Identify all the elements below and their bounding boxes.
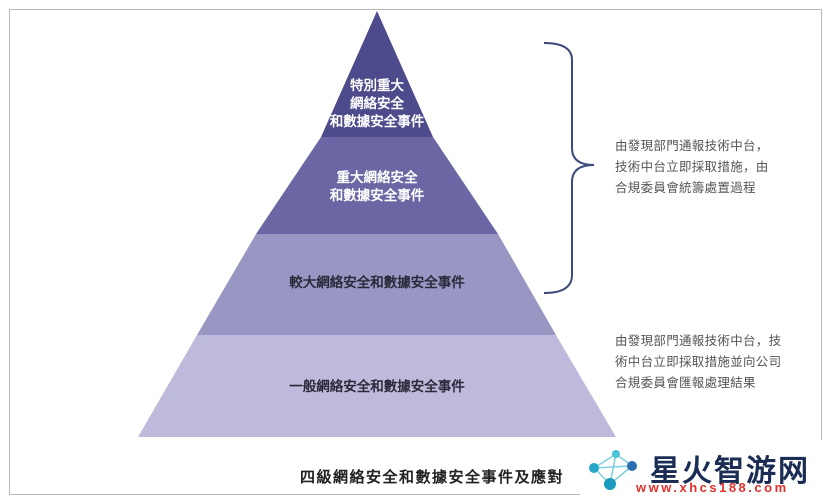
level-3-label: 較大網絡安全和數據安全事件 — [289, 274, 465, 290]
pyramid-level-2 — [256, 137, 498, 234]
pyramid-level-4 — [138, 335, 616, 437]
level-1-label-line-3: 和數據安全事件 — [330, 113, 425, 129]
level-4-label: 一般網絡安全和數據安全事件 — [289, 378, 465, 394]
watermark-url: www.xhcs188.com — [636, 480, 789, 495]
level-2-label-line-2: 和數據安全事件 — [330, 187, 425, 203]
watermark-brand: 星火智游网 — [650, 455, 810, 488]
right-curly-bracket — [543, 42, 595, 294]
level-1-label-line-2: 網絡安全 — [350, 95, 404, 111]
level-1-label-line-1: 特別重大 — [350, 77, 404, 93]
level-2-label-line-1: 重大網絡安全 — [337, 169, 418, 185]
watermark-network-icon — [589, 450, 637, 490]
pyramid-level-1 — [321, 11, 433, 137]
note-upper-levels: 由發現部門通報技術中台， 技術中台立即採取措施，由 合規委員會統籌處置過程 — [615, 139, 769, 195]
watermark-background — [580, 440, 829, 502]
pyramid-level-3 — [197, 234, 556, 335]
figure-caption: 四級網絡安全和數據安全事件及應對 — [300, 469, 565, 486]
note-lower-levels: 由發現部門通報技術中台，技 術中台立即採取措施並向公司 合規委員會匯報處理結果 — [615, 334, 782, 390]
